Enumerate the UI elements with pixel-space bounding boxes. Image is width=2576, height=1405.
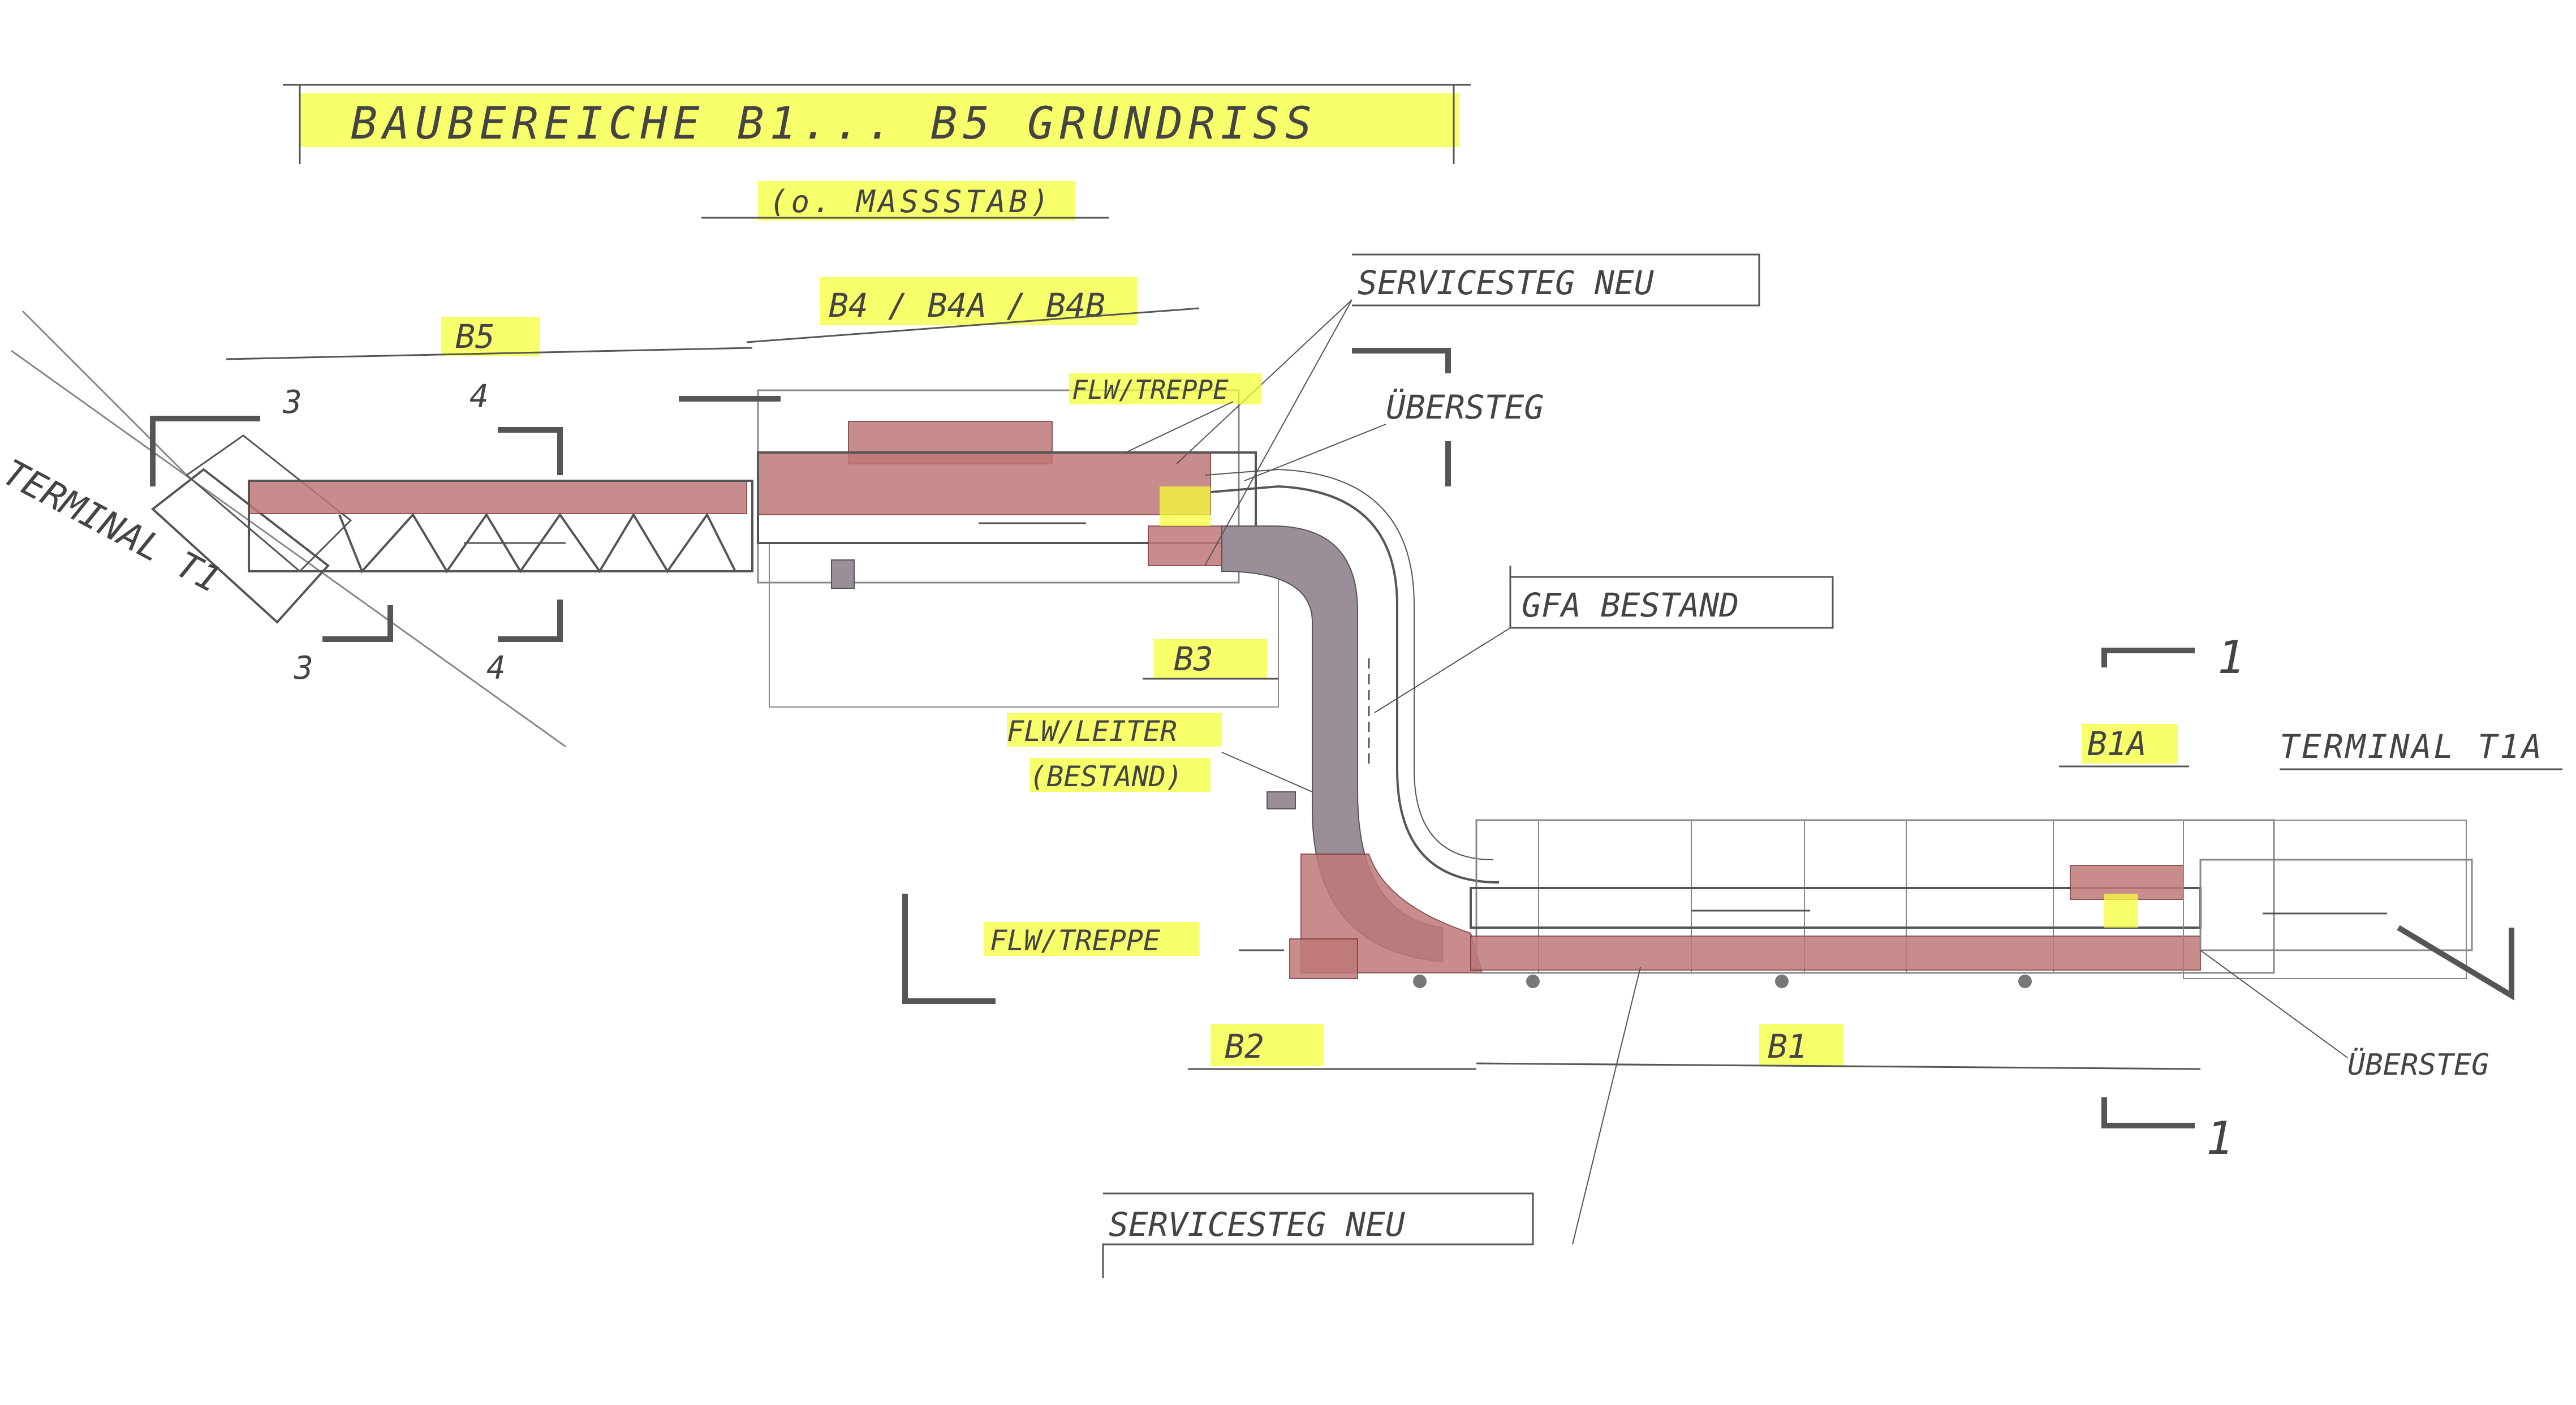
uebersteg-top-highlight bbox=[1160, 486, 1211, 526]
servicesteg-neu-bottom-label: SERVICESTEG NEU bbox=[1109, 1205, 1405, 1244]
b2-stair bbox=[1239, 854, 1483, 979]
section-1-bottom-number: 1 bbox=[2206, 1112, 2233, 1165]
b3-label-highlight bbox=[1154, 639, 1267, 679]
b1-bridge bbox=[1413, 819, 2275, 988]
title-text: BAUBEREICHE B1... B5 GRUNDRISS bbox=[351, 98, 1317, 149]
terminal-t1-structure: TERMINAL T1 bbox=[0, 310, 566, 748]
b2-label: B2 bbox=[1225, 1027, 1264, 1066]
b2-stair-flight bbox=[1289, 938, 1358, 979]
b1a-uebersteg-highlight bbox=[2104, 894, 2138, 928]
t1-building-block-2 bbox=[185, 434, 352, 573]
section-2-left-mark bbox=[902, 894, 996, 1004]
servicesteg-top-leader-2 bbox=[1204, 299, 1352, 566]
b5-bridge-deck bbox=[248, 480, 747, 514]
servicesteg-top-leader-1 bbox=[1176, 299, 1352, 464]
b1a-label: B1A bbox=[2087, 725, 2147, 763]
b1-dimension-line bbox=[1476, 1062, 2201, 1070]
servicesteg-neu-bottom-frame bbox=[1102, 1192, 1534, 1278]
section-1-top-number: 1 bbox=[2217, 631, 2245, 684]
section-3-top-mark bbox=[150, 416, 260, 486]
fln-leiter-sub-highlight bbox=[1029, 758, 1211, 792]
fln-leiter-highlight bbox=[1007, 713, 1222, 747]
section-4-top-mark bbox=[498, 427, 563, 475]
fln-leiter-marker bbox=[1267, 791, 1296, 809]
callouts: SERVICESTEG NEU ÜBERSTEG GFA BESTAND FLW… bbox=[984, 253, 2489, 1278]
title-block: BAUBEREICHE B1... B5 GRUNDRISS (o. MASSS… bbox=[283, 84, 1471, 221]
b1a-label-highlight bbox=[2082, 724, 2178, 764]
b1-servicesteg-deck bbox=[1470, 936, 2201, 971]
terminal-t1a-label: TERMINAL T1A bbox=[2280, 727, 2544, 766]
b1-label-highlight bbox=[1759, 1024, 1844, 1066]
b1-pile-3 bbox=[1775, 975, 1789, 988]
fln-leiter-sub-label: (BESTAND) bbox=[1029, 760, 1183, 793]
t1a-frame bbox=[2183, 820, 2467, 979]
t1a-connector bbox=[2199, 859, 2473, 951]
t1-building-block bbox=[150, 468, 330, 624]
gfa-bestand-label: GFA BESTAND bbox=[1522, 586, 1739, 624]
b1-pile-2 bbox=[1526, 975, 1540, 988]
zone-labels: B5 B4 / B4A / B4B B3 B2 B1 B1A bbox=[226, 277, 2201, 1070]
b4-b3-connector bbox=[1148, 525, 1222, 566]
b1a-terminal-end: TERMINAL T1A bbox=[2070, 727, 2562, 979]
b1-label: B1 bbox=[1768, 1027, 1807, 1066]
subtitle-text: (o. MASSSTAB) bbox=[769, 184, 1053, 219]
b1-pile-4 bbox=[2018, 975, 2032, 988]
uebersteg-top-label: ÜBERSTEG bbox=[1386, 388, 1544, 426]
section-4-bottom-number: 4 bbox=[486, 650, 506, 687]
gfa-bestand-frame bbox=[1509, 566, 1834, 629]
terminal-t1-label: TERMINAL T1 bbox=[0, 452, 227, 601]
subtitle-highlight bbox=[758, 181, 1075, 221]
section-2-right-mark bbox=[2397, 925, 2514, 1001]
b4-dimension-line bbox=[746, 307, 1200, 343]
fln-treppe-top-highlight bbox=[1069, 373, 1261, 404]
b3-outer-edge-2 bbox=[1204, 468, 1494, 860]
b3-curved-walkway bbox=[1204, 468, 1500, 963]
section-1-bottom-mark bbox=[2101, 1097, 2195, 1128]
b5-label-highlight bbox=[441, 317, 540, 356]
section-4-bottom-mark bbox=[498, 600, 563, 642]
b1-outer-frame bbox=[1475, 819, 2275, 974]
section-marks: 1 1 3 3 4 4 bbox=[150, 348, 2514, 1165]
servicesteg-neu-top-frame bbox=[1352, 253, 1760, 307]
b5-bridge bbox=[248, 480, 753, 574]
b2-label-highlight bbox=[1211, 1024, 1324, 1066]
t1-diagonal-line bbox=[11, 350, 566, 748]
fln-treppe-bottom-label: FLW/TREPPE bbox=[990, 924, 1160, 957]
title-highlight bbox=[300, 93, 1459, 147]
gfa-bestand-leader bbox=[1374, 627, 1511, 713]
b5-dimension-line bbox=[226, 347, 753, 360]
fln-treppe-top-label: FLW/TREPPE bbox=[1072, 374, 1229, 405]
fln-treppe-top-leader bbox=[1125, 401, 1234, 453]
b4-deck-outline bbox=[757, 451, 1257, 544]
fln-leiter-leader bbox=[1221, 752, 1313, 792]
uebersteg-top-leader bbox=[1244, 424, 1386, 481]
b4-column bbox=[831, 559, 855, 589]
section-1-top-mark bbox=[2101, 648, 2195, 667]
uebersteg-right-leader bbox=[2200, 950, 2348, 1058]
servicesteg-bottom-leader bbox=[1572, 967, 1641, 1245]
uebersteg-right-label: ÜBERSTEG bbox=[2347, 1048, 2489, 1082]
b4-bridge-deck bbox=[757, 452, 1211, 515]
section-4-top-number: 4 bbox=[469, 378, 489, 415]
t1-diagonal-line-2 bbox=[21, 310, 188, 476]
fln-leiter-label: FLW/LEITER bbox=[1007, 715, 1177, 748]
fln-treppe-bottom-highlight bbox=[984, 922, 1199, 956]
section-3-bottom-mark bbox=[322, 605, 393, 642]
servicesteg-neu-top-label: SERVICESTEG NEU bbox=[1358, 264, 1654, 302]
section-top-right-mark bbox=[1352, 348, 1451, 373]
b5-label: B5 bbox=[455, 317, 495, 356]
section-3-top-number: 3 bbox=[282, 384, 302, 421]
b4-building bbox=[757, 389, 1279, 708]
section-3-bottom-number: 3 bbox=[294, 650, 313, 687]
b3-outer-edge bbox=[1210, 485, 1500, 883]
b3-label: B3 bbox=[1174, 640, 1213, 678]
b1-pile-1 bbox=[1413, 975, 1427, 988]
